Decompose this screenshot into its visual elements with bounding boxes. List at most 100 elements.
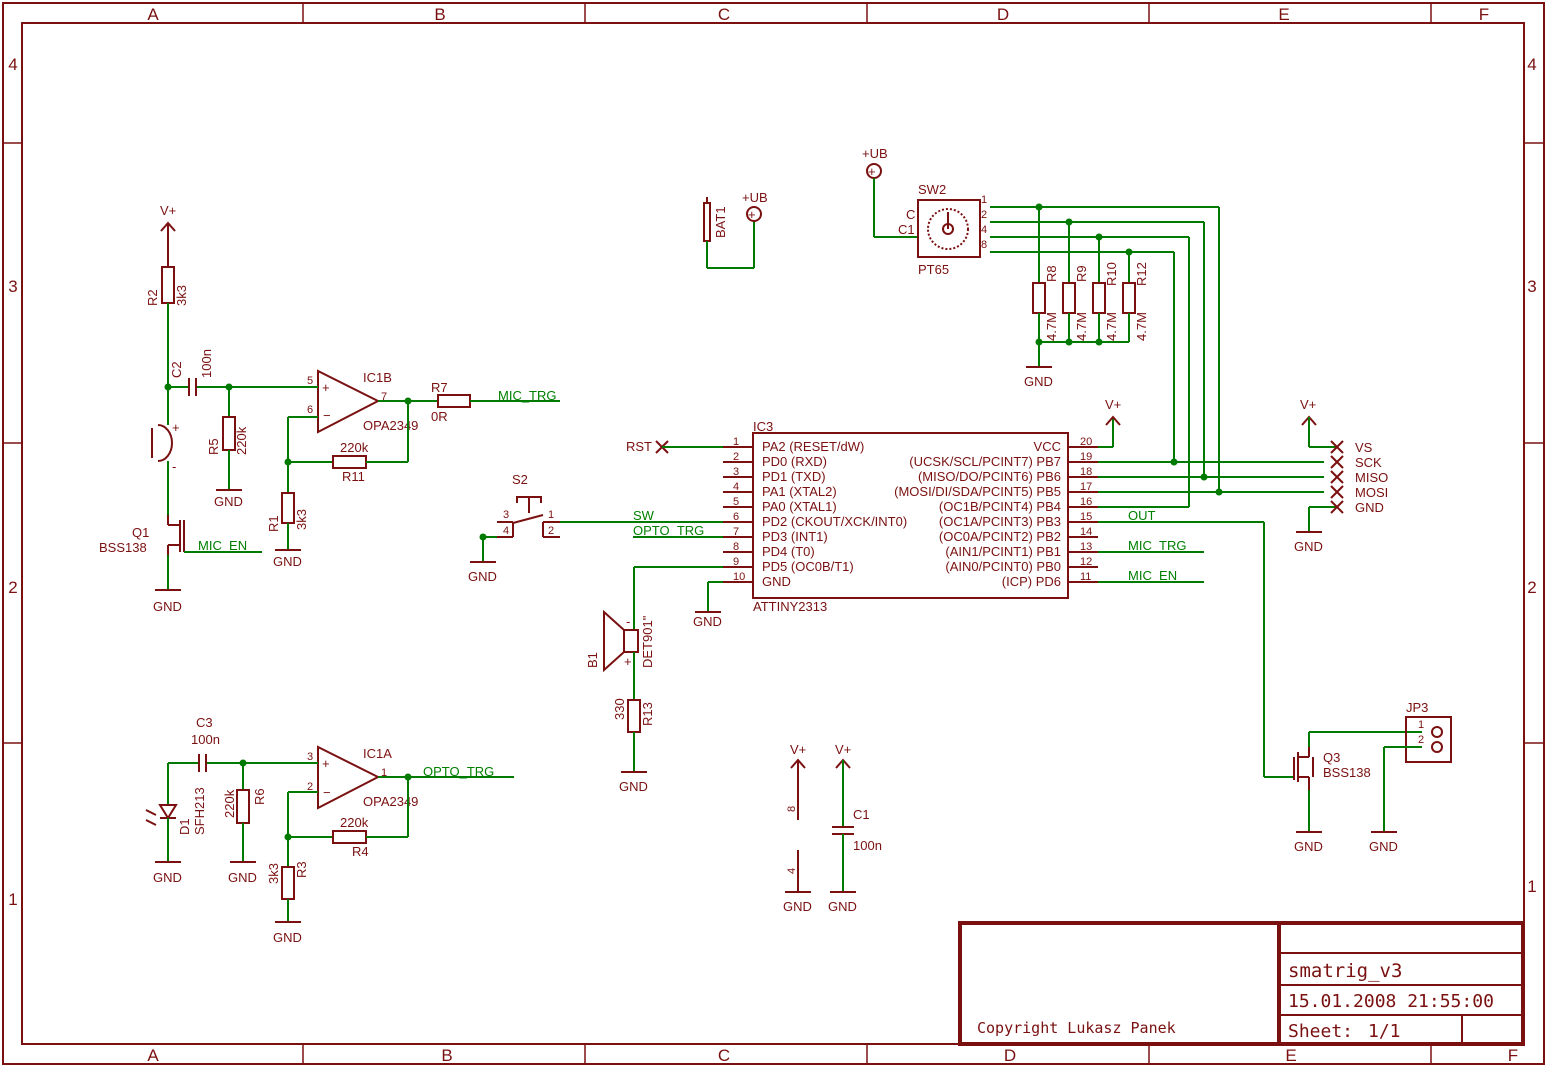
col-label-f-top: F xyxy=(1479,5,1489,24)
svg-text:−: − xyxy=(323,785,331,800)
label: 8 xyxy=(981,239,987,251)
resistor-r3 xyxy=(281,866,295,900)
s2-name: S2 xyxy=(512,472,528,487)
col-label-e-bottom: E xyxy=(1285,1046,1296,1065)
opamp-ic1a xyxy=(317,745,381,810)
d1-name: D1 xyxy=(177,818,192,835)
ic3-pin-name: (OC1A/PCINT3) PB3 xyxy=(939,514,1061,529)
col-label-b-bottom: B xyxy=(441,1046,452,1065)
c3-value: 100n xyxy=(191,732,220,747)
c2-value: 100n xyxy=(199,349,214,378)
gnd-r13: GND xyxy=(619,779,648,794)
net-mic-en-q1: MIC_EN xyxy=(198,538,247,553)
project-name: smatrig_v3 xyxy=(1288,960,1402,982)
q3-jp3-section: Q3 BSS138 GND JP3 1 2 GND xyxy=(1293,700,1452,854)
ic3-pin-num: 11 xyxy=(1080,571,1091,583)
ub-bat: +UB xyxy=(742,190,768,205)
label: 2 xyxy=(1418,734,1424,746)
ic3-pin-name: PD4 (T0) xyxy=(762,544,815,559)
ic3-pin-num: 1 xyxy=(733,436,739,448)
ic3-pin-name: (ICP) PD6 xyxy=(1002,574,1061,589)
r5-name: R5 xyxy=(206,438,221,455)
ic1a-value: OPA2349 xyxy=(363,794,418,809)
svg-text:-: - xyxy=(172,459,176,474)
gnd-r5: GND xyxy=(214,494,243,509)
isp-pin-sck: SCK xyxy=(1330,455,1382,470)
c1-name: C1 xyxy=(853,807,870,822)
ic3-pin-num: 4 xyxy=(733,481,739,493)
gnd-isp: GND xyxy=(1294,539,1323,554)
r11-value: 220k xyxy=(340,440,369,455)
ic3-pin-name: (MOSI/DI/SDA/PCINT5) PB5 xyxy=(894,484,1061,499)
ic3-pin-name: PA2 (RESET/dW) xyxy=(762,439,864,454)
resistor-r7 xyxy=(437,394,471,408)
battery-section: + +UB BAT1 xyxy=(703,190,768,269)
r8-value: 4.7M xyxy=(1044,312,1059,341)
r4-name: R4 xyxy=(352,844,369,859)
ub-sw2: +UB xyxy=(862,146,888,161)
r5-value: 220k xyxy=(234,426,249,455)
ic3-pin-name: PD5 (OC0B/T1) xyxy=(762,559,854,574)
r13-value: 330 xyxy=(612,698,627,720)
ic3-pin-num: 9 xyxy=(733,556,739,568)
label: 4 xyxy=(503,525,509,537)
r10-value: 4.7M xyxy=(1104,312,1119,341)
gnd-pwr: GND xyxy=(783,899,812,914)
r11-name: R11 xyxy=(342,469,365,484)
r2-name: R2 xyxy=(145,289,160,306)
isp-label: SCK xyxy=(1355,455,1382,470)
isp-pin-miso: MISO xyxy=(1330,470,1388,485)
connector-jp3 xyxy=(1405,716,1452,763)
rotary-switch-sw2 xyxy=(917,199,981,258)
ic3-pin-name: PD1 (TXD) xyxy=(762,469,826,484)
resistor-r8 xyxy=(1032,282,1046,314)
r3-value: 3k3 xyxy=(266,863,281,884)
net-mic-en-ic: MIC_EN xyxy=(1128,568,1177,583)
col-label-d-bottom: D xyxy=(1004,1046,1016,1065)
vplus-r2: V+ xyxy=(160,203,176,218)
resistor-r6 xyxy=(236,789,250,824)
r12-name: R12 xyxy=(1134,262,1149,286)
sw2-pin-c: C xyxy=(906,207,915,222)
s2-section: S2 3 4 1 2 GND SW OPTO_TRG xyxy=(468,472,723,584)
gnd-ic3: GND xyxy=(693,614,722,629)
q1-name: Q1 xyxy=(132,525,149,540)
photodiode-d1 xyxy=(145,804,178,826)
resistor-r9 xyxy=(1062,282,1076,314)
row-label-2-right: 2 xyxy=(1527,578,1536,597)
r7-name: R7 xyxy=(431,380,448,395)
net-out: OUT xyxy=(1128,508,1156,523)
gnd-jp3: GND xyxy=(1369,839,1398,854)
ic1b-name: IC1B xyxy=(363,370,392,385)
label: 1 xyxy=(981,194,987,206)
label: 1 xyxy=(381,767,387,779)
ic3-pin-num: 2 xyxy=(733,451,739,463)
ic3-pin-num: 13 xyxy=(1080,541,1092,553)
col-label-a-top: A xyxy=(147,5,159,24)
svg-text:−: − xyxy=(323,408,331,423)
r7-value: 0R xyxy=(431,409,448,424)
ic3-pin-name: PD0 (RXD) xyxy=(762,454,827,469)
opamp-ic1b xyxy=(317,369,381,434)
r9-name: R9 xyxy=(1074,265,1089,282)
power-section: V+ 8 4 GND V+ C1 100n GND xyxy=(783,742,882,914)
svg-text:+: + xyxy=(868,164,876,179)
col-label-c-bottom: C xyxy=(718,1046,730,1065)
isp-pin-vs: VS xyxy=(1330,440,1373,455)
r9-value: 4.7M xyxy=(1074,312,1089,341)
sheet-value: 1/1 xyxy=(1368,1021,1401,1042)
net-rst: RST xyxy=(626,439,652,454)
ic3-pin-num: 5 xyxy=(733,496,739,508)
row-label-4-right: 4 xyxy=(1527,55,1536,74)
r6-value: 220k xyxy=(222,789,237,818)
col-label-c-top: C xyxy=(718,5,730,24)
ic3-pin-name: (AIN1/PCINT1) PB1 xyxy=(945,544,1061,559)
b1-value: DET901" xyxy=(640,615,655,668)
speaker-icon xyxy=(603,609,639,673)
speaker-section: - + B1 DET901" 330 R13 GND xyxy=(585,566,723,794)
r1-value: 3k3 xyxy=(294,509,309,530)
sheet-label: Sheet: xyxy=(1288,1021,1353,1042)
c1-value: 100n xyxy=(853,838,882,853)
